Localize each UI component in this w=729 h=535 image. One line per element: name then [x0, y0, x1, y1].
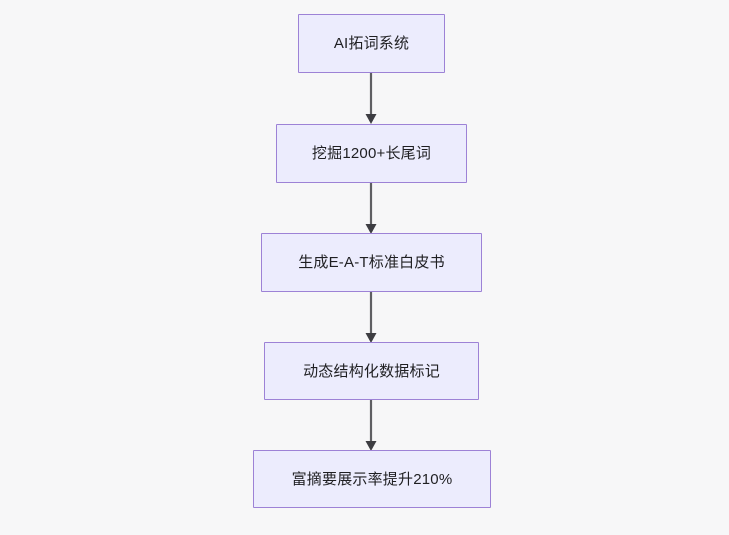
flow-node-rich-snippet-impression-lift[interactable]: 富摘要展示率提升210%	[253, 450, 491, 508]
flow-node-label: 生成E-A-T标准白皮书	[298, 254, 445, 271]
flow-node-label: 挖掘1200+长尾词	[311, 145, 432, 162]
flow-edge-n2-n3	[365, 183, 377, 234]
flow-edge-n3-n4	[365, 292, 377, 343]
flow-edge-n4-n5	[365, 400, 377, 451]
flow-node-label: 富摘要展示率提升210%	[291, 470, 453, 488]
flow-node-ai-keyword-system[interactable]: AI拓词系统	[298, 14, 445, 73]
arrow-down-icon	[365, 441, 377, 451]
arrow-down-icon	[365, 224, 377, 234]
flow-node-label: AI拓词系统	[333, 35, 410, 52]
arrow-down-icon	[365, 333, 377, 343]
flow-node-label: 动态结构化数据标记	[303, 362, 440, 380]
flow-node-generate-eat-whitepaper[interactable]: 生成E-A-T标准白皮书	[261, 233, 482, 292]
flow-node-mine-longtail-keywords[interactable]: 挖掘1200+长尾词	[276, 124, 467, 183]
flow-node-dynamic-structured-data-markup[interactable]: 动态结构化数据标记	[264, 342, 479, 400]
arrow-down-icon	[365, 114, 377, 124]
flow-edge-n1-n2	[365, 73, 377, 124]
